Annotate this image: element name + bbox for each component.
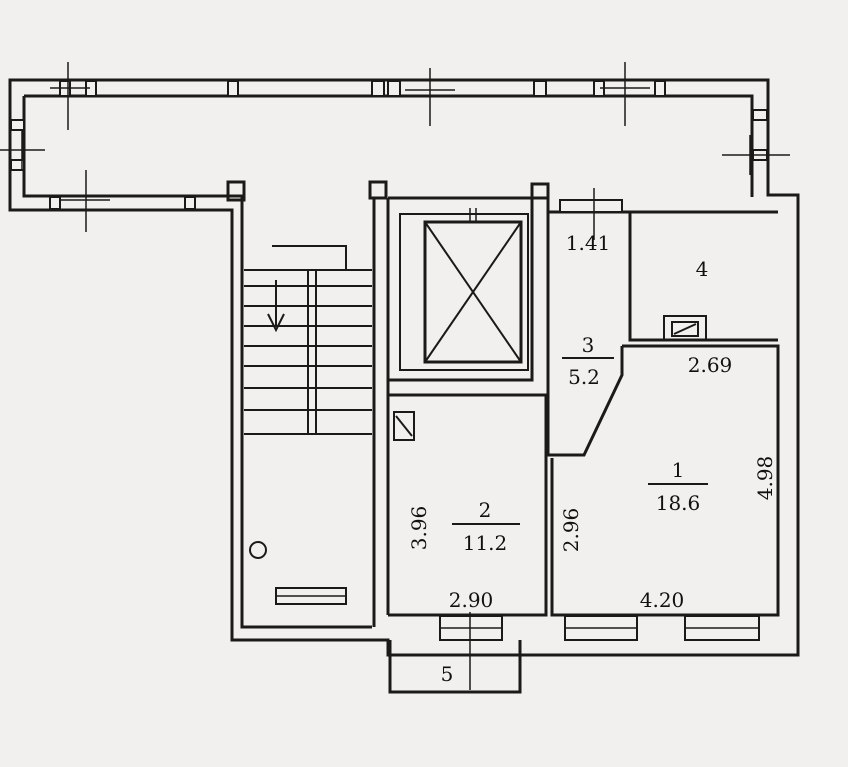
stair-landing-window: [275, 587, 347, 605]
room-1-walls: [550, 344, 780, 617]
dimension-room2-width: 2.90: [449, 588, 494, 612]
room-2-number: 2: [479, 498, 492, 522]
room-3-area: 5.2: [568, 365, 600, 389]
room-2-area: 11.2: [463, 531, 508, 555]
dimension-room4-width: 2.69: [688, 353, 733, 377]
dimension-room2-height: 3.96: [407, 506, 431, 551]
room-1-area: 18.6: [656, 491, 701, 515]
room-1-number: 1: [672, 458, 685, 482]
axis-marks: [0, 62, 790, 232]
stairwell-right-wall: [368, 180, 390, 627]
dimension-room3-width: 1.41: [566, 231, 611, 255]
dimension-partition-height: 2.96: [559, 508, 583, 553]
chimney-circle: [249, 541, 267, 559]
room-5-number: 5: [441, 662, 454, 686]
stairwell: [226, 180, 372, 590]
elevator-shaft: [388, 196, 534, 382]
bottom-windows: [439, 615, 760, 641]
room-3-walls: [530, 182, 778, 457]
dimension-room1-height: 4.98: [753, 456, 777, 501]
gallery-outer-wall: [8, 78, 800, 657]
room-2-walls: [388, 393, 548, 617]
gallery-window-marks: [10, 80, 768, 210]
balcony: [388, 612, 522, 694]
dimension-room1-width: 4.20: [640, 588, 685, 612]
room-4-number: 4: [696, 257, 709, 281]
room-3-number: 3: [582, 333, 595, 357]
